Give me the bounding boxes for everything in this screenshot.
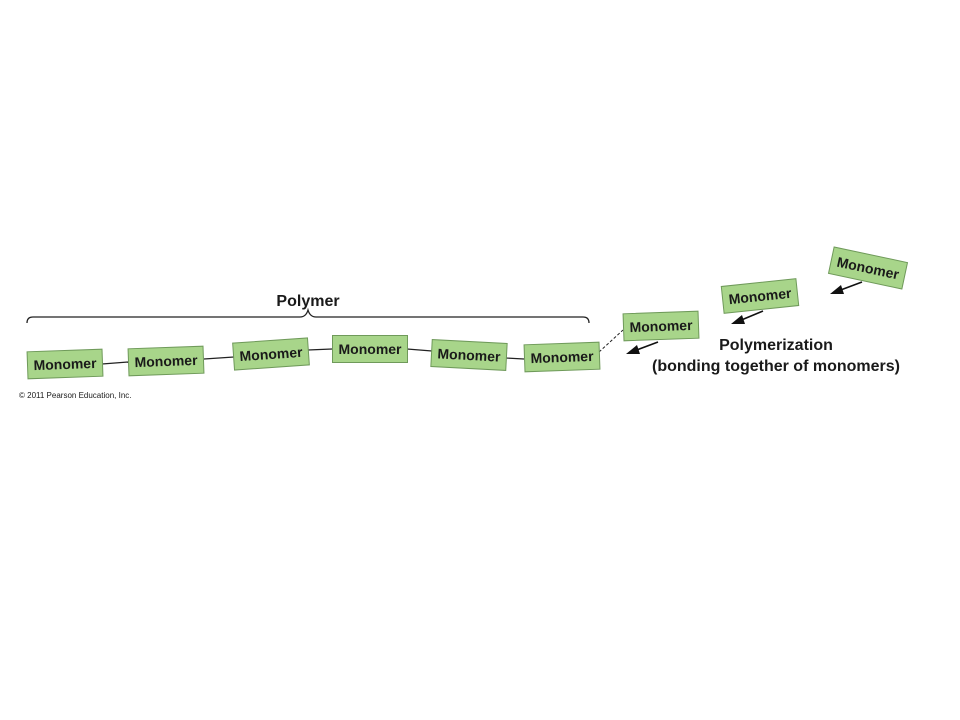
- monomer-label: Monomer: [437, 345, 501, 364]
- chain-monomer: Monomer: [232, 337, 310, 371]
- arrow-icon: [626, 341, 659, 354]
- monomer-label: Monomer: [134, 352, 198, 370]
- chain-monomer: Monomer: [332, 335, 408, 363]
- forming-bond-dashed-line: [598, 329, 624, 353]
- chain-monomer: Monomer: [26, 348, 104, 380]
- monomer-label: Monomer: [629, 317, 693, 335]
- chain-monomer: Monomer: [127, 345, 205, 377]
- copyright-notice: © 2011 Pearson Education, Inc.: [19, 391, 131, 400]
- bond-line: [406, 348, 433, 352]
- arrow-icon: [731, 310, 764, 324]
- chain-monomer: Monomer: [430, 339, 508, 371]
- bond-line: [505, 357, 525, 360]
- monomer-label: Monomer: [239, 344, 304, 364]
- polymer-label: Polymer: [276, 293, 339, 310]
- free-monomer: Monomer: [622, 310, 700, 342]
- monomer-label: Monomer: [339, 341, 403, 357]
- free-monomer: Monomer: [720, 278, 800, 314]
- free-monomer: Monomer: [827, 246, 909, 290]
- chain-monomer: Monomer: [523, 341, 601, 373]
- polymer-bracket: [26, 307, 590, 324]
- bond-line: [307, 348, 333, 351]
- arrow-icon: [830, 281, 863, 294]
- bond-line: [101, 361, 129, 365]
- free-monomers: Monomer Monomer Monomer: [622, 246, 909, 342]
- chain-bonds: [101, 329, 624, 365]
- polymer-chain: Monomer Monomer Monomer Monomer Monomer …: [26, 335, 601, 380]
- process-title: Polymerization: [719, 337, 833, 354]
- bond-line: [203, 356, 235, 360]
- monomer-label: Monomer: [530, 348, 594, 366]
- monomer-label: Monomer: [33, 355, 97, 373]
- process-subtitle: (bonding together of monomers): [652, 358, 900, 375]
- polymerization-arrows: [626, 281, 863, 354]
- monomer-label: Monomer: [728, 285, 793, 308]
